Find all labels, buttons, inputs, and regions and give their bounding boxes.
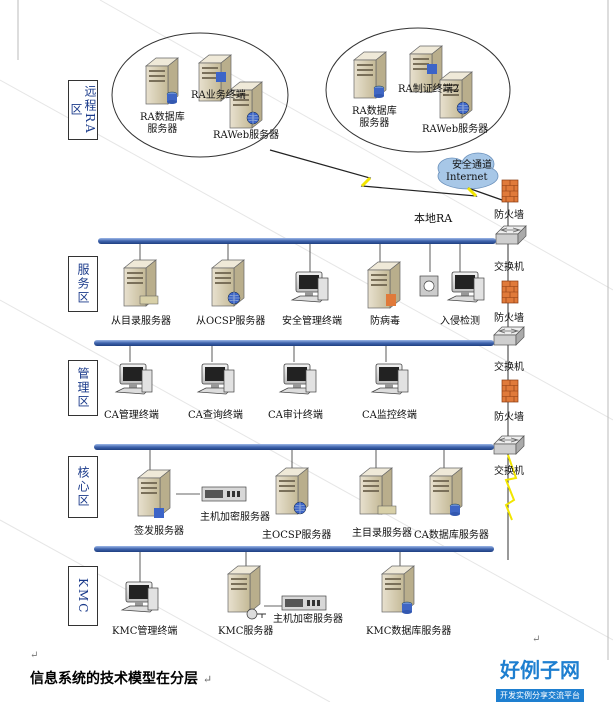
label-host-crypto-core: 主机加密服务器 [200, 512, 270, 523]
sec-mgmt-terminal-icon [291, 271, 329, 303]
label-remote-left-web-server: RAWeb服务器 [213, 130, 280, 141]
brand-name: 好例子网 [500, 658, 580, 682]
ocsp-master-server-icon [275, 467, 309, 515]
label-firewall-3: 防火墙 [494, 412, 524, 423]
dir-master-server-icon [359, 467, 397, 515]
bus-management [94, 444, 494, 450]
label-ca-mgmt: CA管理终端 [104, 410, 159, 421]
label-sec-mgmt: 安全管理终端 [282, 316, 342, 327]
label-kmc-db: KMC数据库服务器 [366, 626, 452, 637]
remote-left-biz-terminal-icon [198, 54, 232, 102]
core-lightning-link [504, 454, 518, 521]
ca-mgmt-terminal-icon [115, 363, 153, 395]
label-kmc-mgmt: KMC管理终端 [112, 626, 178, 637]
antivirus-server-icon [367, 261, 401, 309]
label-ca-db: CA数据库服务器 [414, 530, 489, 541]
firewall-icon [501, 280, 519, 304]
ocsp-slave-server-icon [211, 259, 245, 307]
label-switch-1: 交换机 [494, 262, 524, 273]
host-crypto-icon [281, 595, 327, 611]
label-ca-monitor: CA监控终端 [362, 410, 417, 421]
label-remote-left-db-server: RA数据库 服务器 [140, 112, 185, 135]
zone-label-service: 服务区 [68, 256, 98, 312]
sign-server-icon [137, 469, 171, 518]
remote-left-db-server-icon [145, 57, 179, 105]
label-internet: Internet [446, 172, 488, 183]
ca-audit-terminal-icon [279, 363, 317, 395]
return-mark: ↵ [30, 650, 39, 661]
zone-label-kmc: KMC [68, 566, 98, 626]
label-ocsp-slave: 从OCSP服务器 [196, 316, 266, 327]
label-remote-right-db-server: RA数据库 服务器 [352, 106, 397, 129]
label-secure-channel: 安全通道 [452, 160, 492, 171]
label-antivirus: 防病毒 [370, 316, 400, 327]
remote-right-db-server-icon [353, 51, 387, 99]
bus-service [94, 340, 494, 346]
label-switch-3: 交换机 [494, 466, 524, 477]
label-ca-audit: CA审计终端 [268, 410, 323, 421]
caption-text: 信息系统的技术模型在分层 [30, 671, 198, 687]
label-remote-left-biz-terminal: RA业务终端 [191, 90, 246, 101]
kmc-db-server-icon [381, 565, 415, 615]
brand-slogan: 开发实例分享交流平台 [496, 689, 584, 702]
figure-caption: 信息系统的技术模型在分层 ↵ [30, 668, 212, 688]
label-ca-query: CA查询终端 [188, 410, 243, 421]
remote-left-web-server-icon [229, 81, 263, 129]
label-firewall-1: 防火墙 [494, 210, 524, 221]
return-mark: ↵ [202, 673, 213, 686]
label-ids: 入侵检测 [440, 316, 480, 327]
label-firewall-2: 防火墙 [494, 313, 524, 324]
firewall-icon [501, 379, 519, 403]
drop-lines [129, 244, 461, 607]
host-crypto-icon [201, 486, 247, 502]
bus-core [94, 546, 494, 552]
ca-db-server-icon [429, 467, 463, 517]
kmc-mgmt-terminal-icon [121, 581, 159, 613]
secure-channel-link [269, 149, 503, 201]
switch-icon [493, 435, 525, 455]
label-host-crypto-kmc: 主机加密服务器 [273, 614, 343, 625]
remote-right-cert-terminal-icon [409, 45, 443, 93]
ca-monitor-terminal-icon [371, 363, 409, 395]
label-dir-master: 主目录服务器 [352, 528, 412, 539]
return-mark: ↵ [532, 634, 541, 645]
internet-cloud-icon [437, 152, 499, 190]
bus-local-ra [98, 238, 496, 244]
lightning-accent [360, 176, 372, 188]
zone-label-management: 管理区 [68, 360, 98, 416]
label-remote-right-cert-terminal: RA制证终端2 [398, 84, 460, 95]
ids-device-icon [419, 271, 485, 303]
ca-query-terminal-icon [197, 363, 235, 395]
page-frame [17, 0, 609, 660]
label-remote-right-web-server: RAWeb服务器 [422, 124, 489, 135]
zone-label-remote-ra: 远程RA区 [68, 80, 98, 140]
switch-icon [495, 225, 527, 245]
remote-ra-left-ellipse [111, 32, 289, 158]
label-local-ra: 本地RA [414, 212, 453, 225]
network-buses [94, 238, 496, 552]
label-switch-2: 交换机 [494, 362, 524, 373]
firewall-icon [501, 179, 519, 203]
label-sign-server: 签发服务器 [134, 526, 184, 537]
dir-slave-server-icon [123, 259, 159, 307]
label-dir-slave: 从目录服务器 [111, 316, 171, 327]
kmc-server-icon [227, 565, 266, 620]
switch-icon [493, 326, 525, 346]
remote-ra-right-ellipse [325, 27, 511, 153]
brand-logo: 好例子网 开发实例分享交流平台 [485, 654, 595, 702]
label-ocsp-master: 主OCSP服务器 [262, 530, 332, 541]
label-kmc-server: KMC服务器 [218, 626, 274, 637]
lightning-accent-2 [466, 186, 478, 198]
zone-label-core: 核心区 [68, 456, 98, 518]
